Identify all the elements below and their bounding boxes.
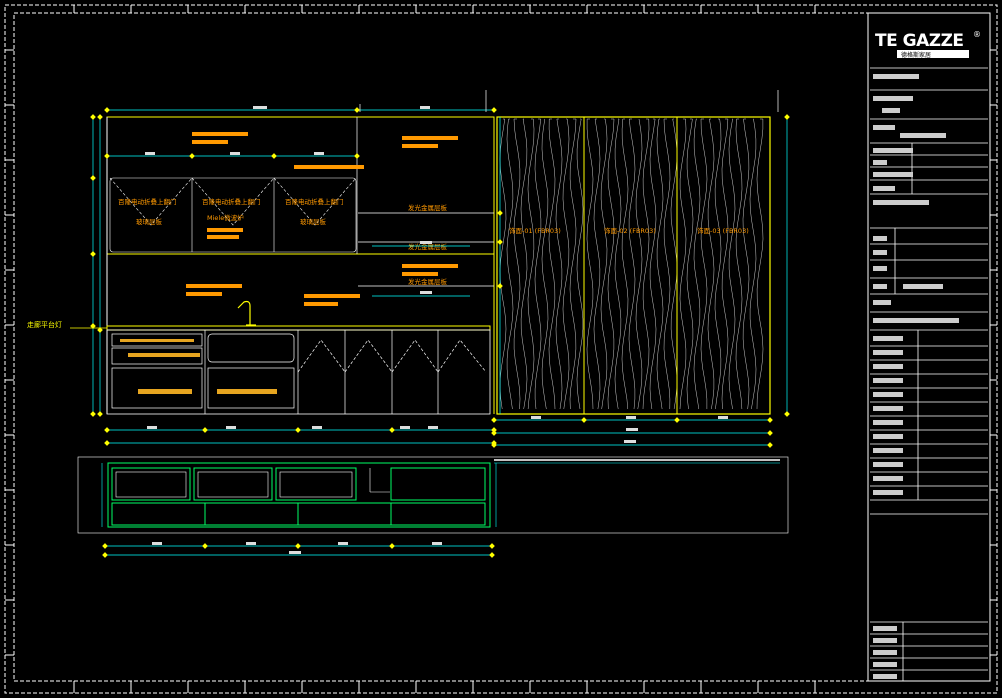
upper-door-label: 百隆电动折叠上翻门 — [285, 197, 344, 206]
upper-doors — [109, 177, 357, 253]
glass-shelf-label: 玻璃层板 — [136, 217, 163, 226]
drawing-frame — [4, 4, 998, 694]
title-block-lower-rows — [870, 621, 988, 681]
title-block: TE GAZZE ® — [870, 30, 988, 681]
microwave-label: Miele微波炉 — [207, 213, 244, 222]
rack-label: 发光金属层板 — [408, 203, 448, 212]
faucet-icon — [237, 300, 256, 326]
wood-panel-dividers — [583, 117, 678, 414]
rack-label: 发光金属层板 — [408, 242, 448, 251]
logo-registered-icon: ® — [973, 30, 981, 39]
rack-label: 发光金属层板 — [408, 277, 448, 286]
upper-door-label: 百隆电动折叠上翻门 — [202, 197, 261, 206]
base-cabinet-dividers — [111, 330, 487, 414]
level-markers — [359, 90, 779, 112]
drawer-handles — [120, 339, 277, 394]
wood-grain — [499, 118, 764, 410]
dimension-lines — [92, 109, 788, 556]
logo-subtitle-plate — [897, 50, 969, 58]
frame-tick-marks — [5, 5, 997, 693]
title-block-fields — [873, 74, 959, 323]
dimension-numbers — [145, 106, 728, 554]
wood-panel-label: 饰面-02 (FBR03) — [604, 226, 656, 235]
wood-panel-frame — [496, 116, 771, 415]
left-note: 走廊平台灯 — [27, 320, 62, 329]
logo-subtitle: 德格斯家居 — [901, 51, 931, 59]
countertop — [106, 325, 491, 331]
wood-panel-label: 饰面-01 (FBR03) — [509, 226, 561, 235]
wood-panel-labels: 饰面-01 (FBR03) 饰面-02 (FBR03) 饰面-03 (FBR03… — [509, 226, 749, 235]
upper-door-label: 百隆电动折叠上翻门 — [118, 197, 177, 206]
dimension-ticks — [90, 107, 790, 558]
logo-text: TE GAZZE — [875, 31, 964, 51]
glass-shelf-label: 玻璃层板 — [300, 217, 327, 226]
wood-panel-label: 饰面-03 (FBR03) — [697, 226, 749, 235]
rack-labels: 发光金属层板 发光金属层板 发光金属层板 — [408, 203, 448, 286]
base-cabinets — [106, 329, 491, 415]
title-block-rows — [870, 67, 988, 515]
orange-notes — [186, 132, 458, 306]
kitchen-elevation: 百隆电动折叠上翻门 百隆电动折叠上翻门 百隆电动折叠上翻门 玻璃层板 玻璃层板 … — [27, 90, 790, 558]
kitchen-plan-view — [77, 456, 789, 534]
upper-door-labels: 百隆电动折叠上翻门 百隆电动折叠上翻门 百隆电动折叠上翻门 玻璃层板 玻璃层板 … — [118, 197, 344, 226]
